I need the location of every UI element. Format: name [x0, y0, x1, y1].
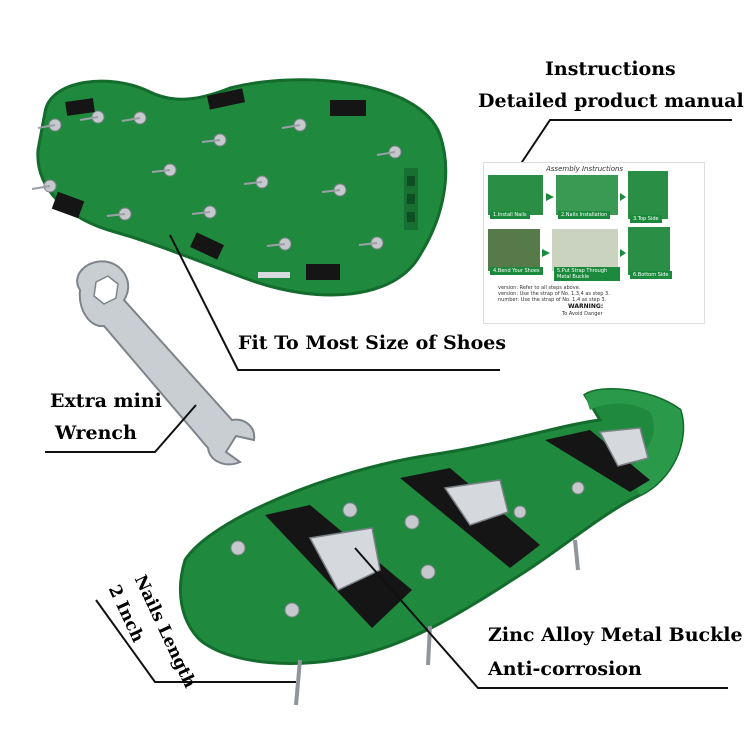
wrench — [76, 260, 256, 466]
wrench-label-line2: Wrench — [55, 422, 137, 444]
manual-step-3: 3.Top Side — [630, 215, 662, 223]
metal-buckles — [308, 427, 649, 591]
instruction-manual-card: Assembly Instructions 1.Install Nails 2.… — [483, 162, 705, 324]
manual-warning: WARNING: — [568, 303, 604, 310]
instructions-label: Instructions — [545, 58, 676, 80]
manual-warning-detail: To Avoid Danger — [562, 311, 603, 317]
wrench-leader-line — [45, 404, 197, 453]
manual-step-4: 4.Bend Your Shoes — [490, 267, 543, 275]
bottom-spike-nuts — [230, 481, 585, 618]
manual-leader-line — [519, 119, 732, 166]
manual-step-5: 5.Put Strap Through Metal Buckle — [554, 267, 620, 281]
manual-note-3: number: Use the strap of No. 1,4 as step… — [498, 297, 607, 303]
manual-steps-illustration — [488, 171, 670, 275]
buckle-label-line1: Zinc Alloy Metal Buckle — [488, 624, 743, 646]
spike-rods — [31, 116, 396, 247]
manual-step-6: 6.Bottom Side — [630, 271, 672, 279]
buckle-leader-line — [354, 547, 728, 689]
strap-slots — [51, 88, 366, 280]
top-sandal — [31, 78, 448, 297]
manual-note-1: version: Refer to all steps above. — [498, 285, 581, 291]
manual-title: Assembly Instructions — [546, 165, 624, 173]
manual-step-2: 2.Nails Installation — [558, 211, 611, 219]
manual-label: Detailed product manual — [478, 90, 744, 112]
manual-step-1: 1.Install Nails — [490, 211, 530, 219]
fit-leader-line — [169, 234, 500, 371]
fit-label: Fit To Most Size of Shoes — [238, 332, 507, 354]
buckle-label-line2: Anti-corrosion — [488, 658, 642, 680]
bottom-sandal — [178, 388, 685, 706]
wrench-label-line1: Extra mini — [50, 390, 162, 412]
manual-note-2: version: Use the strap of No. 1,3,4 as s… — [498, 291, 610, 297]
nails-leader-line — [95, 599, 296, 683]
